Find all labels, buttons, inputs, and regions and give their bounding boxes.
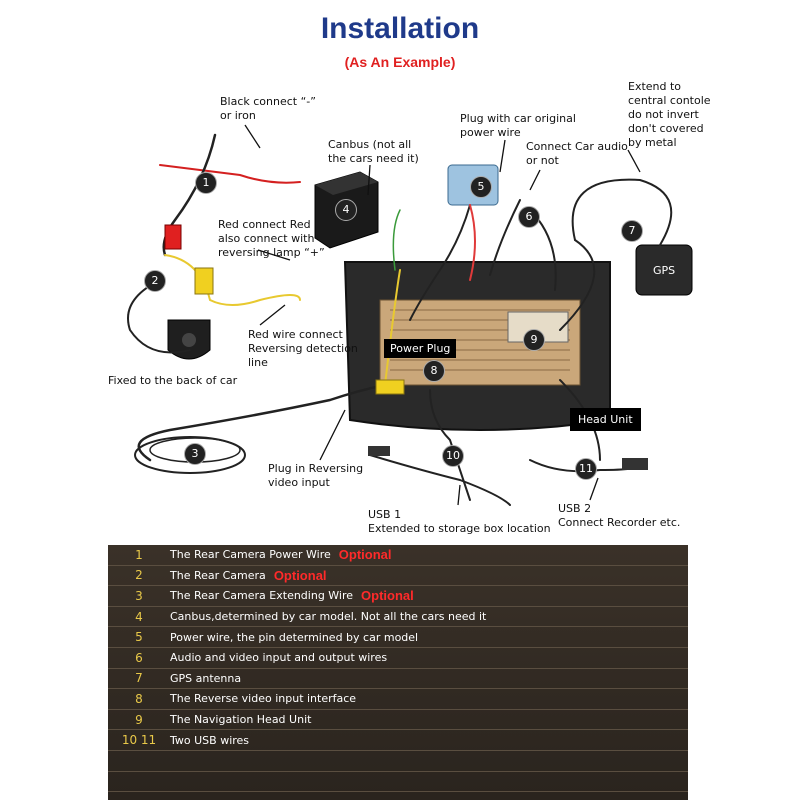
badge-10: 10: [442, 445, 464, 467]
legend-optional-tag: Optional: [339, 547, 392, 562]
legend-description: The Rear Camera: [170, 569, 266, 582]
red-connector: [165, 225, 181, 249]
label-fixed-back: Fixed to the back of car: [108, 374, 237, 388]
legend-description: The Navigation Head Unit: [170, 713, 311, 726]
badge-4: 4: [335, 199, 357, 221]
legend-number: 1: [108, 548, 170, 562]
legend-number: 3: [108, 589, 170, 603]
legend-description: Two USB wires: [170, 734, 249, 747]
legend-number: 4: [108, 610, 170, 624]
badge-5: 5: [470, 176, 492, 198]
head-unit-tag: Head Unit: [570, 408, 641, 431]
badge-2: 2: [144, 270, 166, 292]
badge-6: 6: [518, 206, 540, 228]
legend-optional-tag: Optional: [274, 568, 327, 583]
legend-description: The Rear Camera Extending Wire: [170, 589, 353, 602]
legend-description: Audio and video input and output wires: [170, 651, 387, 664]
label-usb2: USB 2 Connect Recorder etc.: [558, 502, 680, 530]
rca-connector: [195, 268, 213, 294]
usb1-plug: [368, 446, 390, 456]
label-usb1: USB 1 Extended to storage box location: [368, 508, 551, 536]
label-red-connect: Red connect Red also connect with revers…: [218, 218, 325, 260]
power-plug-tag: Power Plug: [384, 339, 456, 358]
legend-number: 6: [108, 651, 170, 665]
badge-9: 9: [523, 329, 545, 351]
legend-number: 2: [108, 568, 170, 582]
badge-7: 7: [621, 220, 643, 242]
legend-optional-tag: Optional: [361, 588, 414, 603]
legend-number: 7: [108, 671, 170, 685]
legend-number: 9: [108, 713, 170, 727]
label-plug-original: Plug with car original power wire: [460, 112, 576, 140]
legend-number: 5: [108, 630, 170, 644]
legend-row-faded: [108, 751, 688, 772]
badge-3: 3: [184, 443, 206, 465]
label-canbus: Canbus (not all the cars need it): [328, 138, 419, 166]
legend-description: Power wire, the pin determined by car mo…: [170, 631, 418, 644]
label-extend-gps: Extend to central contole do not invert …: [628, 80, 711, 150]
label-red-wire: Red wire connect Reversing detection lin…: [248, 328, 358, 370]
label-plug-reversing: Plug in Reversing video input: [268, 462, 363, 490]
legend-number: 8: [108, 692, 170, 706]
legend-number: 10 11: [108, 733, 170, 747]
label-connect-audio: Connect Car audio or not: [526, 140, 628, 168]
legend-description: Canbus,determined by car model. Not all …: [170, 610, 486, 623]
label-black-connect: Black connect “-” or iron: [220, 95, 316, 123]
badge-1: 1: [195, 172, 217, 194]
legend-description: The Reverse video input interface: [170, 692, 356, 705]
reverse-rca: [376, 380, 404, 394]
label-gps: GPS: [653, 264, 675, 278]
usb2-plug: [622, 458, 648, 470]
legend-description: The Rear Camera Power Wire: [170, 548, 331, 561]
legend-row-faded: [108, 772, 688, 793]
legend-description: GPS antenna: [170, 672, 241, 685]
badge-11: 11: [575, 458, 597, 480]
badge-8: 8: [423, 360, 445, 382]
